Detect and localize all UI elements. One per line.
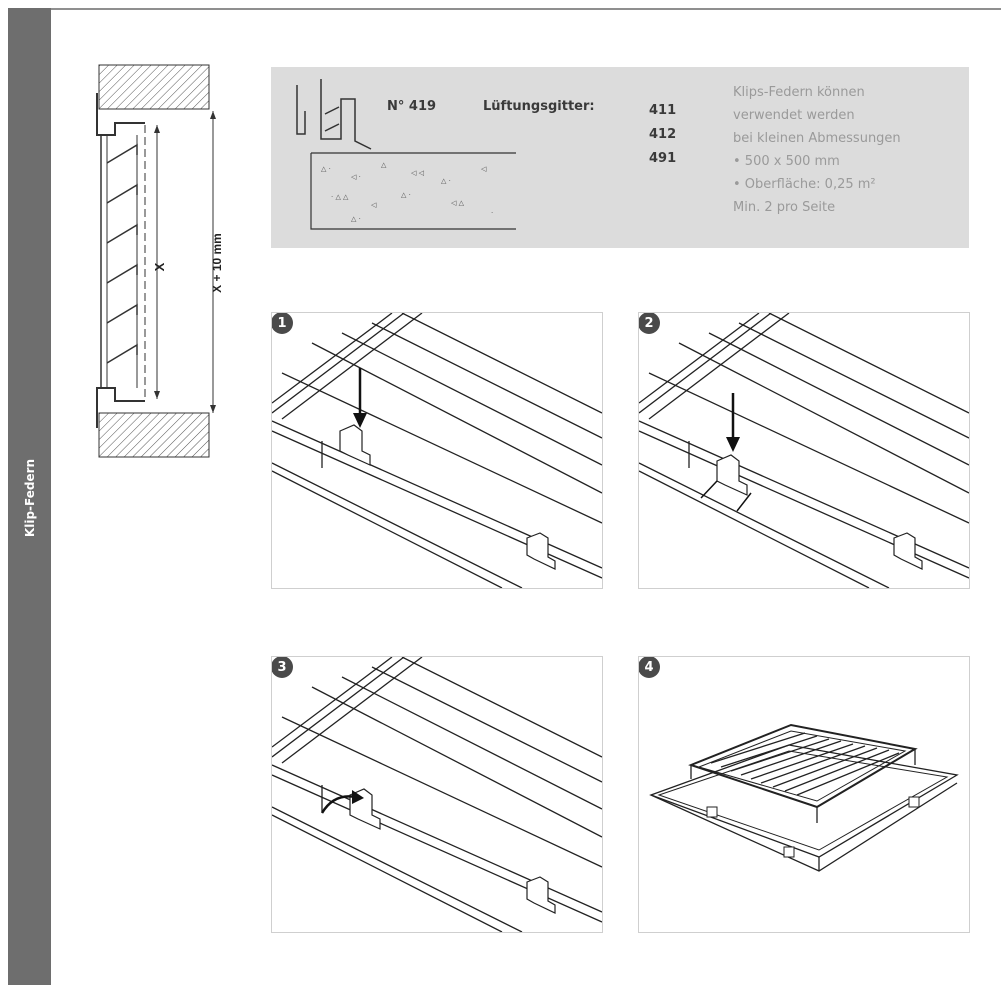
- step-1-panel: 1: [271, 312, 603, 589]
- article-number: N° 419: [387, 99, 437, 114]
- info-notes: Klips-Federn können verwendet werden bei…: [733, 81, 901, 219]
- step-number: 2: [639, 313, 660, 334]
- step-3-drawing: [272, 657, 602, 932]
- svg-text:◁ ◁: ◁ ◁: [411, 169, 425, 177]
- grille-codes: 411 412 491: [649, 99, 676, 171]
- grille-code: 491: [649, 151, 677, 166]
- step-number: 3: [272, 657, 293, 678]
- grille-code: 411: [649, 103, 677, 118]
- grille-code: 412: [649, 127, 677, 142]
- svg-text:△ ·: △ ·: [401, 191, 411, 199]
- step-4-panel: 4: [638, 656, 970, 933]
- svg-text:△ ·: △ ·: [351, 215, 361, 223]
- info-box: △ · ◁ · △ ◁ ◁ △ · ◁ · △ △ ◁ △ · ◁ △ · △ · N° 419…: [271, 67, 969, 248]
- note-line: bei kleinen Abmessungen: [733, 131, 901, 146]
- step-number: 1: [272, 313, 293, 334]
- svg-text:◁ △: ◁ △: [451, 199, 465, 207]
- note-line: Min. 2 pro Seite: [733, 200, 836, 215]
- svg-text:◁ ·: ◁ ·: [351, 173, 361, 181]
- sidebar-tab: Klip-Federn: [8, 8, 51, 985]
- step-3-panel: 3: [271, 656, 603, 933]
- svg-text:◁: ◁: [481, 165, 487, 173]
- svg-text:·: ·: [491, 209, 493, 217]
- step-4-drawing: [649, 723, 959, 872]
- section-drawing: X X + 10 mm: [96, 64, 224, 458]
- svg-text:◁: ◁: [371, 201, 377, 209]
- svg-text:· △ △: · △ △: [331, 193, 349, 201]
- dim-label-x10: X + 10 mm: [210, 233, 224, 293]
- svg-text:△ ·: △ ·: [441, 177, 451, 185]
- sidebar-label: Klip-Federn: [22, 458, 37, 538]
- note-line: • Oberfläche: 0,25 m²: [733, 177, 876, 192]
- note-line: Klips-Federn können: [733, 85, 865, 100]
- dim-label-x: X: [152, 262, 167, 271]
- mounting-detail-drawing: △ · ◁ · △ ◁ ◁ △ · ◁ · △ △ ◁ △ · ◁ △ · △ ·: [296, 79, 516, 230]
- step-2-panel: 2: [638, 312, 970, 589]
- svg-text:△ ·: △ ·: [321, 165, 331, 173]
- top-rule: [51, 8, 1001, 10]
- note-line: • 500 x 500 mm: [733, 154, 840, 169]
- note-line: verwendet werden: [733, 108, 855, 123]
- step-1-drawing: [272, 313, 602, 588]
- grille-label: Lüftungsgitter:: [483, 99, 595, 114]
- step-number: 4: [639, 657, 660, 678]
- svg-text:△: △: [381, 161, 387, 169]
- step-2-drawing: [639, 313, 969, 588]
